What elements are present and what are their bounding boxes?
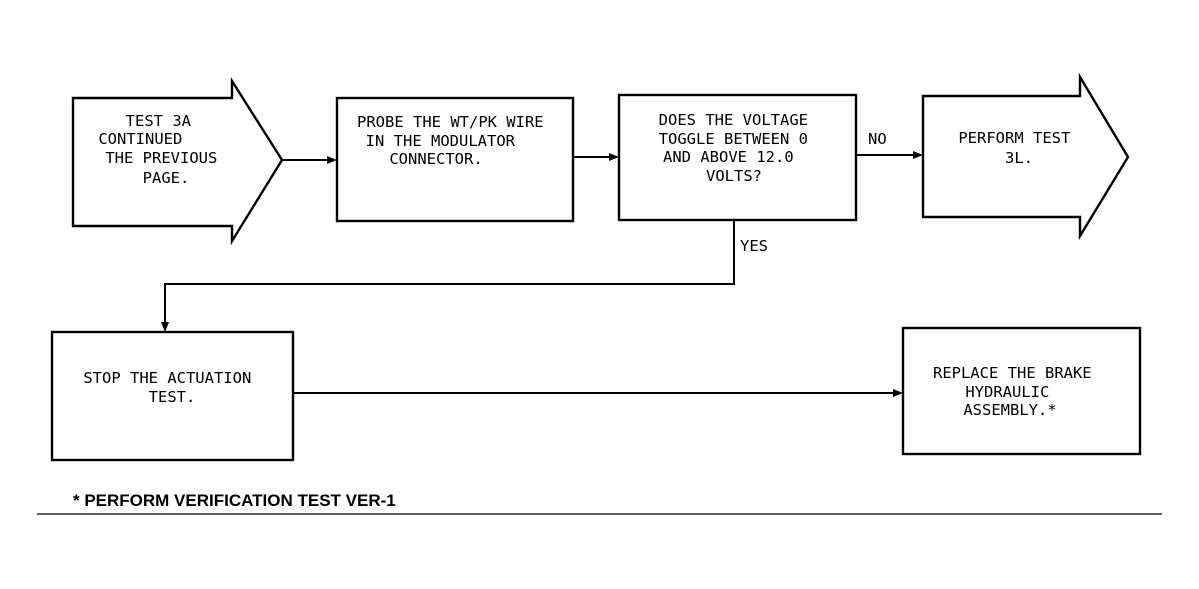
connector-stop-to-replace [293,389,903,397]
question-box [617,93,858,222]
stop-label: STOP THE ACTUATION TEST. [83,369,260,406]
replace-box [901,326,1142,456]
perform-test-arrow-shape [921,72,1130,241]
probe-label: PROBE THE WT/PK WIRE IN THE MODULATOR CO… [357,113,553,168]
footnote: * PERFORM VERIFICATION TEST VER-1 [73,491,396,510]
start-arrow-shape [71,76,284,246]
edge-label-no: NO [868,130,887,148]
replace-label: REPLACE THE BRAKE HYDRAULIC ASSEMBLY.* [933,364,1101,419]
start-label: TEST 3A CONTINUED THE PREVIOUS PAGE. [98,112,226,187]
stop-box [50,330,295,462]
question-label: DOES THE VOLTAGE TOGGLE BETWEEN 0 AND AB… [659,111,818,185]
connector-start-to-probe [282,156,337,164]
probe-box [335,96,575,223]
connector-no-branch [856,151,923,159]
connector-yes-branch [161,220,735,332]
connector-probe-to-question [573,153,619,161]
edge-label-yes: YES [740,237,768,255]
perform-test-label: PERFORM TEST 3L. [958,129,1079,167]
